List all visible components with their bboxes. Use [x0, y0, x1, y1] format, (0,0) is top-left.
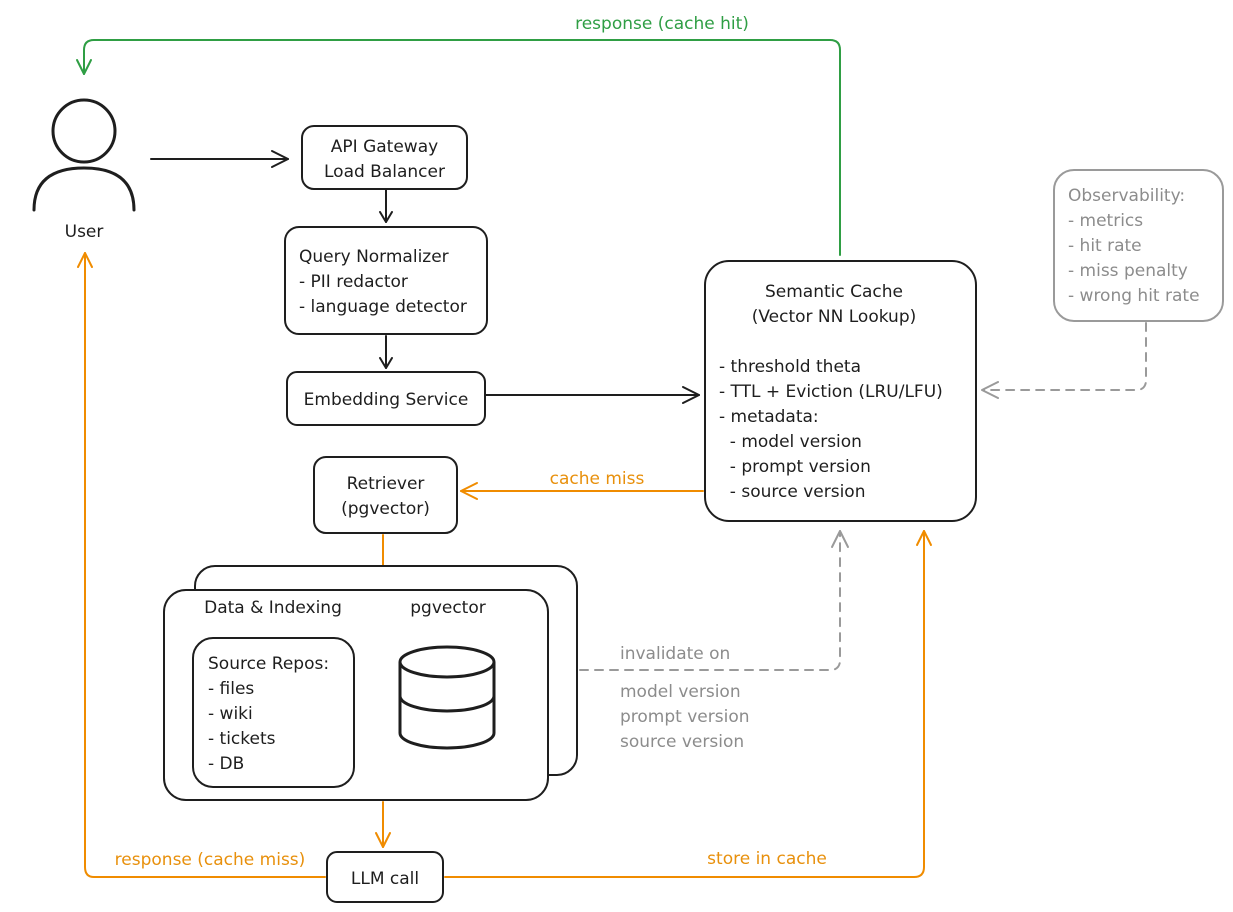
cache-item: - TTL + Eviction (LRU/LFU): [719, 382, 943, 402]
user-actor: User: [32, 98, 136, 242]
embedding-label: Embedding Service: [304, 390, 469, 410]
observability-item: - metrics: [1068, 211, 1143, 231]
retriever-line2: (pgvector): [341, 499, 430, 519]
user-icon: [32, 98, 136, 212]
edge-label-response-miss: response (cache miss): [115, 850, 306, 870]
edge-label-invalidate: source version: [620, 732, 744, 752]
semantic-cache-box: Semantic Cache (Vector NN Lookup) - thre…: [704, 260, 977, 522]
api-gateway-box: API Gateway Load Balancer: [301, 125, 468, 190]
embedding-service-box: Embedding Service: [286, 371, 486, 426]
edge-label-store: store in cache: [707, 849, 827, 869]
edge-store-in-cache: store in cache: [444, 530, 932, 878]
normalizer-title: Query Normalizer: [299, 247, 449, 267]
edge-embedding-cache: [485, 386, 700, 404]
source-repos-item: - files: [208, 679, 254, 699]
observability-item: - miss penalty: [1068, 261, 1188, 281]
cache-subtitle: (Vector NN Lookup): [752, 307, 917, 327]
edge-data-llm: [375, 801, 391, 848]
edge-cache-miss: cache miss: [460, 469, 704, 500]
cache-title: Semantic Cache: [765, 282, 903, 302]
observability-title: Observability:: [1068, 186, 1185, 206]
cache-item: - metadata:: [719, 407, 819, 427]
gateway-line1: API Gateway: [331, 137, 438, 157]
edge-label-invalidate: model version: [620, 682, 741, 702]
database-icon: [398, 645, 496, 750]
cache-item: - model version: [719, 432, 862, 452]
observability-item: - hit rate: [1068, 236, 1142, 256]
source-repos-box: Source Repos: - files - wiki - tickets -…: [192, 637, 355, 788]
edge-user-gateway: [150, 150, 289, 168]
edge-label-cache-hit: response (cache hit): [575, 14, 749, 34]
gateway-line2: Load Balancer: [324, 162, 445, 182]
source-repos-item: - wiki: [208, 704, 253, 724]
query-normalizer-box: Query Normalizer - PII redactor - langua…: [284, 226, 488, 335]
pgvector-label: pgvector: [410, 598, 486, 618]
edge-gateway-normalizer: [379, 189, 393, 223]
cache-item: - prompt version: [719, 457, 871, 477]
observability-item: - wrong hit rate: [1068, 286, 1200, 306]
edge-invalidate: invalidate on model version prompt versi…: [579, 530, 849, 752]
edge-label-invalidate: invalidate on: [620, 644, 730, 664]
source-repos-item: - tickets: [208, 729, 276, 749]
normalizer-item: - PII redactor: [299, 272, 408, 292]
data-indexing-label: Data & Indexing: [204, 598, 342, 618]
edge-response-cache-miss: response (cache miss): [77, 252, 326, 878]
cache-item: - threshold theta: [719, 357, 861, 377]
edge-cache-hit: response (cache hit): [76, 14, 841, 256]
edge-observability-cache: [981, 322, 1147, 399]
llm-label: LLM call: [351, 869, 419, 889]
source-repos-title: Source Repos:: [208, 654, 329, 674]
user-label: User: [65, 222, 104, 242]
edge-label-cache-miss: cache miss: [550, 469, 645, 489]
data-indexing-stack: Data & Indexing pgvector Source Repos: -…: [163, 565, 578, 801]
edge-normalizer-embedding: [379, 335, 393, 369]
cache-item: - source version: [719, 482, 865, 502]
source-repos-item: - DB: [208, 754, 244, 774]
normalizer-item: - language detector: [299, 297, 467, 317]
retriever-box: Retriever (pgvector): [313, 456, 458, 534]
retriever-line1: Retriever: [347, 474, 425, 494]
observability-box: Observability: - metrics - hit rate - mi…: [1053, 169, 1224, 322]
edge-label-invalidate: prompt version: [620, 707, 750, 727]
llm-call-box: LLM call: [326, 851, 444, 903]
